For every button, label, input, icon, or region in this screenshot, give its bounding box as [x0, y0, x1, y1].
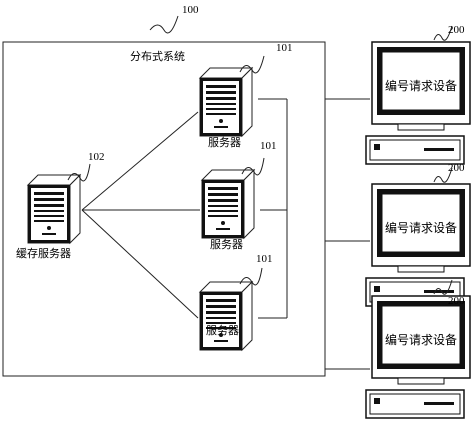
system-boundary [2, 41, 326, 377]
server-icon [201, 169, 255, 239]
device-label: 编号请求设备 [385, 220, 457, 235]
cache-server-label: 缓存服务器 [16, 246, 71, 260]
server-ref-leader [239, 267, 263, 286]
device-ref-leader [433, 279, 453, 295]
system-title: 分布式系统 [130, 50, 185, 63]
server-ref-leader [241, 157, 265, 176]
system-ref-leader [149, 15, 179, 34]
device-1: 编号请求设备 200 [365, 24, 471, 165]
server-icon [199, 67, 253, 137]
server-label: 服务器 [210, 238, 243, 251]
server-2: 服务器 101 [201, 140, 277, 251]
server-icon [199, 281, 253, 351]
device-ref-leader [433, 25, 453, 41]
computer-icon [365, 183, 471, 307]
link-cache-server-3 [81, 209, 199, 319]
server-ref: 101 [260, 140, 277, 152]
device-3: 编号请求设备 200 [365, 279, 471, 419]
device-ref: 200 [448, 24, 465, 36]
server-ref: 101 [256, 253, 273, 265]
cache-server-ref-leader [67, 163, 91, 182]
link-cache-server-1 [81, 111, 199, 211]
cache-server-icon [27, 174, 81, 244]
cache-server-ref: 102 [88, 151, 105, 163]
device-2: 编号请求设备 200 [365, 162, 471, 307]
device-label: 编号请求设备 [385, 78, 457, 93]
device-ref: 200 [448, 295, 465, 307]
server-label: 服务器 [206, 324, 239, 337]
server-ref-leader [239, 55, 265, 74]
device-label: 编号请求设备 [385, 332, 457, 347]
server-label: 服务器 [208, 136, 241, 149]
server-1: 服务器 101 [199, 42, 293, 149]
server-3: 服务器 101 [199, 253, 273, 351]
device-ref: 200 [448, 162, 465, 174]
server-ref: 101 [276, 42, 293, 54]
system-ref: 100 [182, 4, 199, 16]
computer-icon [365, 295, 471, 419]
device-ref-leader [433, 167, 453, 183]
computer-icon [365, 41, 471, 165]
cache-server: 缓存服务器 102 [16, 151, 105, 260]
